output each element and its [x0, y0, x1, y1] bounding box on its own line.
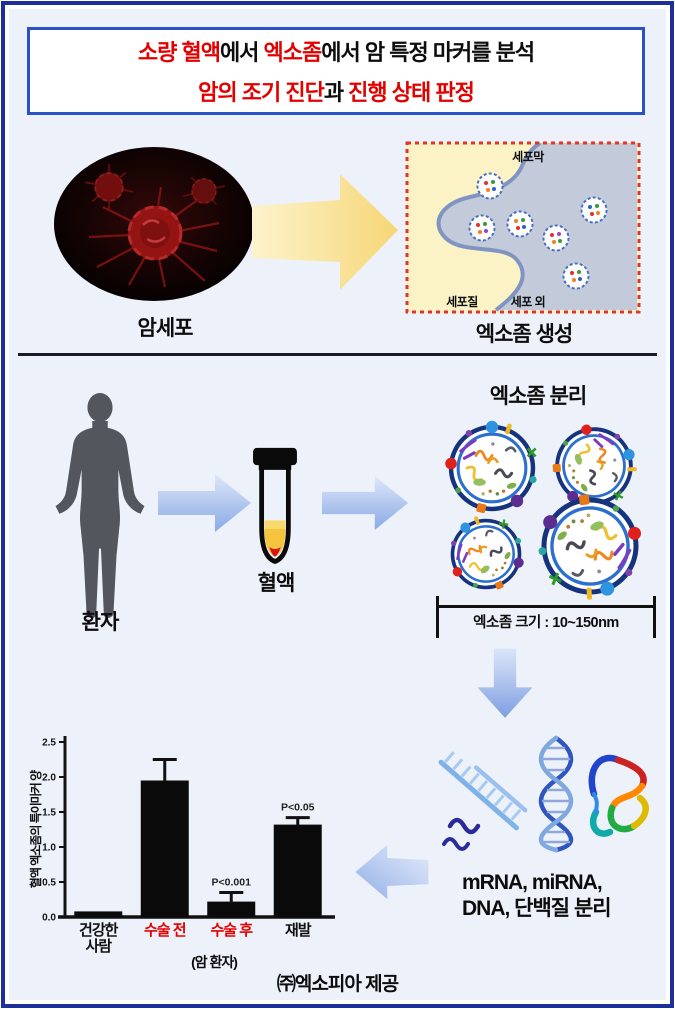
- svg-text:2.5: 2.5: [42, 738, 56, 749]
- svg-text:혈액 엑소좀의 특이마커 양: 혈액 엑소좀의 특이마커 양: [28, 770, 43, 888]
- scale-line: [439, 605, 653, 608]
- title-red-text: 엑소좀: [263, 40, 323, 65]
- svg-text:1.5: 1.5: [42, 808, 56, 819]
- title-red-text: 암의 조기 진단: [198, 80, 325, 105]
- blue-arrow-left-icon: [355, 844, 429, 900]
- title-red-text: 소량 혈액: [137, 40, 221, 65]
- extracellular-label: 세포 외: [510, 295, 546, 309]
- title-line-2: 암의 조기 진단과 진행 상태 판정: [198, 75, 475, 107]
- cytoplasm-label: 세포질: [446, 295, 478, 309]
- title-black-text: 에서: [219, 40, 264, 65]
- cancer-cell-image: [54, 147, 254, 301]
- svg-text:0.5: 0.5: [42, 878, 56, 889]
- title-box: 소량 혈액에서 엑소좀에서 암 특정 마커를 분석 암의 조기 진단과 진행 상…: [27, 27, 645, 115]
- blue-arrow-down-icon: [477, 648, 533, 718]
- cancer-cell-label: 암세포: [137, 317, 194, 340]
- dna-helix: [538, 735, 574, 853]
- molecules-illustration: [438, 735, 649, 853]
- protein-ribbon: [588, 754, 649, 837]
- svg-text:P<0.001: P<0.001: [212, 877, 252, 889]
- blood-label: 혈액: [257, 572, 296, 595]
- size-scale-label: 엑소좀 크기 : 10~150nm: [473, 615, 619, 631]
- molecules-label-line1: mRNA, miRNA,: [462, 871, 603, 894]
- svg-text:재발: 재발: [285, 922, 312, 939]
- yellow-arrow-right-icon: [252, 174, 398, 290]
- svg-text:수술 전: 수술 전: [144, 922, 186, 939]
- size-scale-bar: 엑소좀 크기 : 10~150nm: [436, 596, 656, 638]
- patient-label: 환자: [81, 611, 120, 634]
- dashed-red-border: [405, 141, 641, 314]
- exosome-isolation-label: 엑소좀 분리: [489, 385, 587, 408]
- molecules-label: mRNA, miRNA, DNA, 단백질 분리: [462, 870, 612, 922]
- exosome-generation-label: 엑소좀 생성: [475, 323, 573, 346]
- title-black-text: 에서 암 특정 마커를 분석: [321, 40, 535, 65]
- blood-tube-icon: [253, 447, 297, 564]
- title-black-text: 과: [323, 80, 349, 105]
- membrane-label: 세포막: [512, 150, 544, 164]
- svg-text:(암 환자): (암 환자): [191, 954, 237, 970]
- svg-text:수술 후: 수술 후: [210, 922, 253, 939]
- svg-text:0.0: 0.0: [42, 913, 56, 924]
- title-red-text: 진행 상태 판정: [348, 80, 475, 105]
- blue-arrow-right-icon: [158, 474, 251, 532]
- exosome-generation-diagram: [405, 141, 641, 314]
- molecules-label-line2: DNA, 단백질 분리: [462, 897, 612, 920]
- small-exosome-vesicles: [468, 172, 608, 290]
- human-silhouette-icon: [55, 392, 145, 619]
- blue-arrow-right-icon: [322, 476, 409, 530]
- exosome-particles-illustration: [430, 413, 654, 605]
- svg-text:1.0: 1.0: [42, 843, 56, 854]
- svg-text:2.0: 2.0: [42, 773, 56, 784]
- credit-label: ㈜엑소피아 제공: [276, 974, 399, 995]
- section-divider: [18, 353, 657, 356]
- title-line-1: 소량 혈액에서 엑소좀에서 암 특정 마커를 분석: [137, 35, 535, 67]
- svg-text:P<0.05: P<0.05: [281, 802, 315, 814]
